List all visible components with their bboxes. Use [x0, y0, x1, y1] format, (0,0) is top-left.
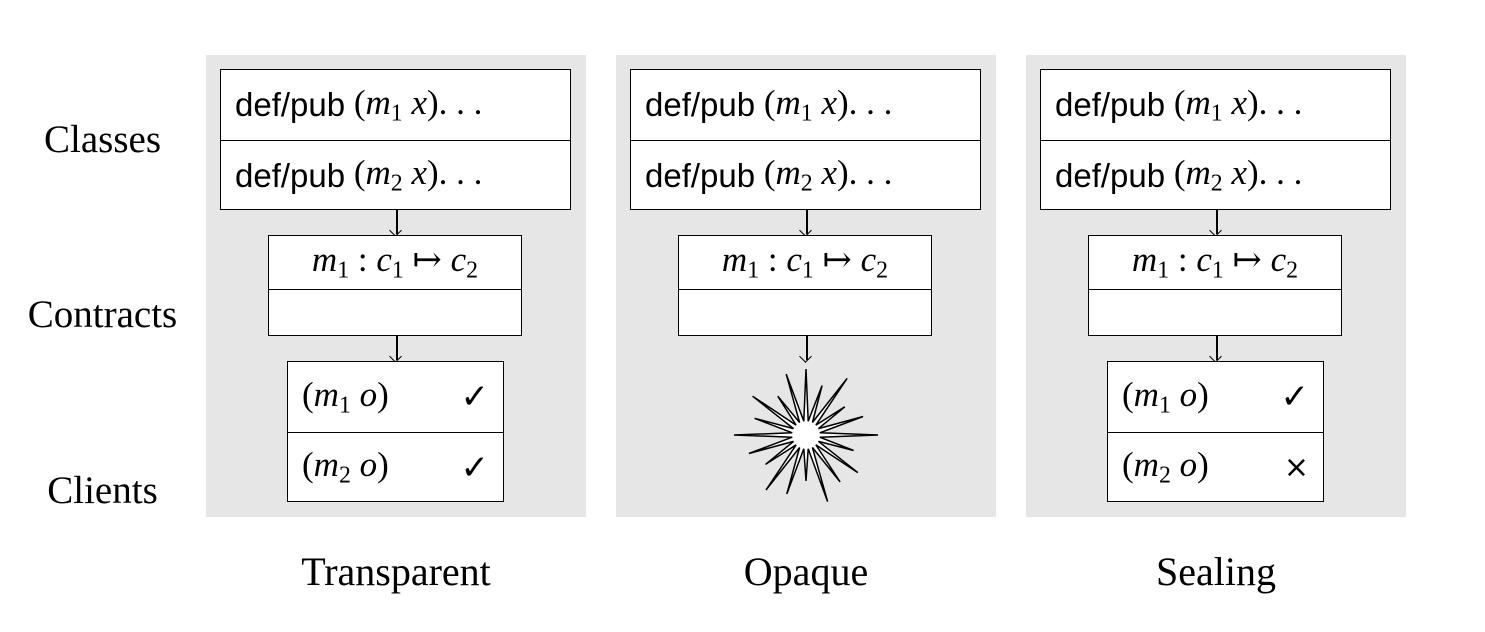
row-label-classes: Classes	[44, 118, 161, 161]
contract-box: m1 : c1 ↦ c2	[1088, 235, 1342, 336]
contract-m2-empty	[1089, 289, 1341, 336]
check-icon: ✓	[460, 377, 490, 417]
contract-box: m1 : c1 ↦ c2	[268, 235, 522, 336]
contract-box: m1 : c1 ↦ c2	[678, 235, 932, 336]
def-pub-keyword: def/pub	[1055, 156, 1166, 194]
class-method-1: def/pub (m1 x). . .	[235, 82, 483, 127]
class-method-1: def/pub (m1 x). . .	[645, 82, 893, 127]
row-label-contracts: Contracts	[27, 293, 178, 336]
def-pub-keyword: def/pub	[235, 156, 346, 194]
client-call-m1: (m1 o) ✓	[302, 374, 490, 419]
def-pub-keyword: def/pub	[645, 156, 756, 194]
cross-icon: ×	[1283, 450, 1309, 485]
def-pub-keyword: def/pub	[235, 86, 346, 123]
contract-m1: m1 : c1 ↦ c2	[311, 240, 479, 284]
arrow-contracts-to-clients	[1216, 336, 1218, 360]
clients-box: (m1 o) ✓ (m2 o) ✓	[287, 361, 504, 502]
arrow-classes-to-contracts	[1216, 210, 1218, 234]
client-call-m1: (m1 o) ✓	[1122, 374, 1310, 419]
contract-m2-empty	[269, 289, 521, 336]
def-pub-keyword: def/pub	[645, 86, 756, 123]
row-label-clients: Clients	[47, 469, 158, 512]
arrow-classes-to-contracts	[396, 210, 398, 234]
panel-opaque: def/pub (m1 x). . . def/pub (m2 x). . . …	[616, 55, 996, 517]
panel-transparent: def/pub (m1 x). . . def/pub (m2 x). . . …	[206, 55, 586, 517]
caption-opaque: Opaque	[743, 549, 869, 594]
class-method-2: def/pub (m2 x). . .	[221, 140, 570, 210]
client-call-m2: (m2 o) ×	[1108, 432, 1323, 502]
contract-m2-empty	[679, 289, 931, 336]
panel-sealing: def/pub (m1 x). . . def/pub (m2 x). . . …	[1026, 55, 1406, 517]
class-method-2: def/pub (m2 x). . .	[631, 140, 980, 210]
class-method-1: def/pub (m1 x). . .	[1055, 82, 1303, 127]
arrow-contracts-to-clients	[396, 336, 398, 360]
clients-box: (m1 o) ✓ (m2 o) ×	[1107, 361, 1324, 502]
def-pub-keyword: def/pub	[1055, 86, 1166, 123]
contract-m1: m1 : c1 ↦ c2	[1131, 240, 1299, 284]
caption-transparent: Transparent	[301, 549, 491, 594]
client-call-m2: (m2 o) ✓	[288, 432, 503, 502]
explosion-icon	[733, 368, 879, 502]
contract-m1: m1 : c1 ↦ c2	[721, 240, 889, 284]
classes-box: def/pub (m1 x). . . def/pub (m2 x). . .	[630, 69, 981, 210]
arrow-contracts-to-explosion	[806, 336, 808, 360]
class-method-2: def/pub (m2 x). . .	[1041, 140, 1390, 210]
arrow-classes-to-contracts	[806, 210, 808, 234]
check-icon: ✓	[1280, 377, 1310, 417]
classes-box: def/pub (m1 x). . . def/pub (m2 x). . .	[220, 69, 571, 210]
check-icon: ✓	[460, 447, 490, 488]
caption-sealing: Sealing	[1156, 549, 1276, 594]
classes-box: def/pub (m1 x). . . def/pub (m2 x). . .	[1040, 69, 1391, 210]
